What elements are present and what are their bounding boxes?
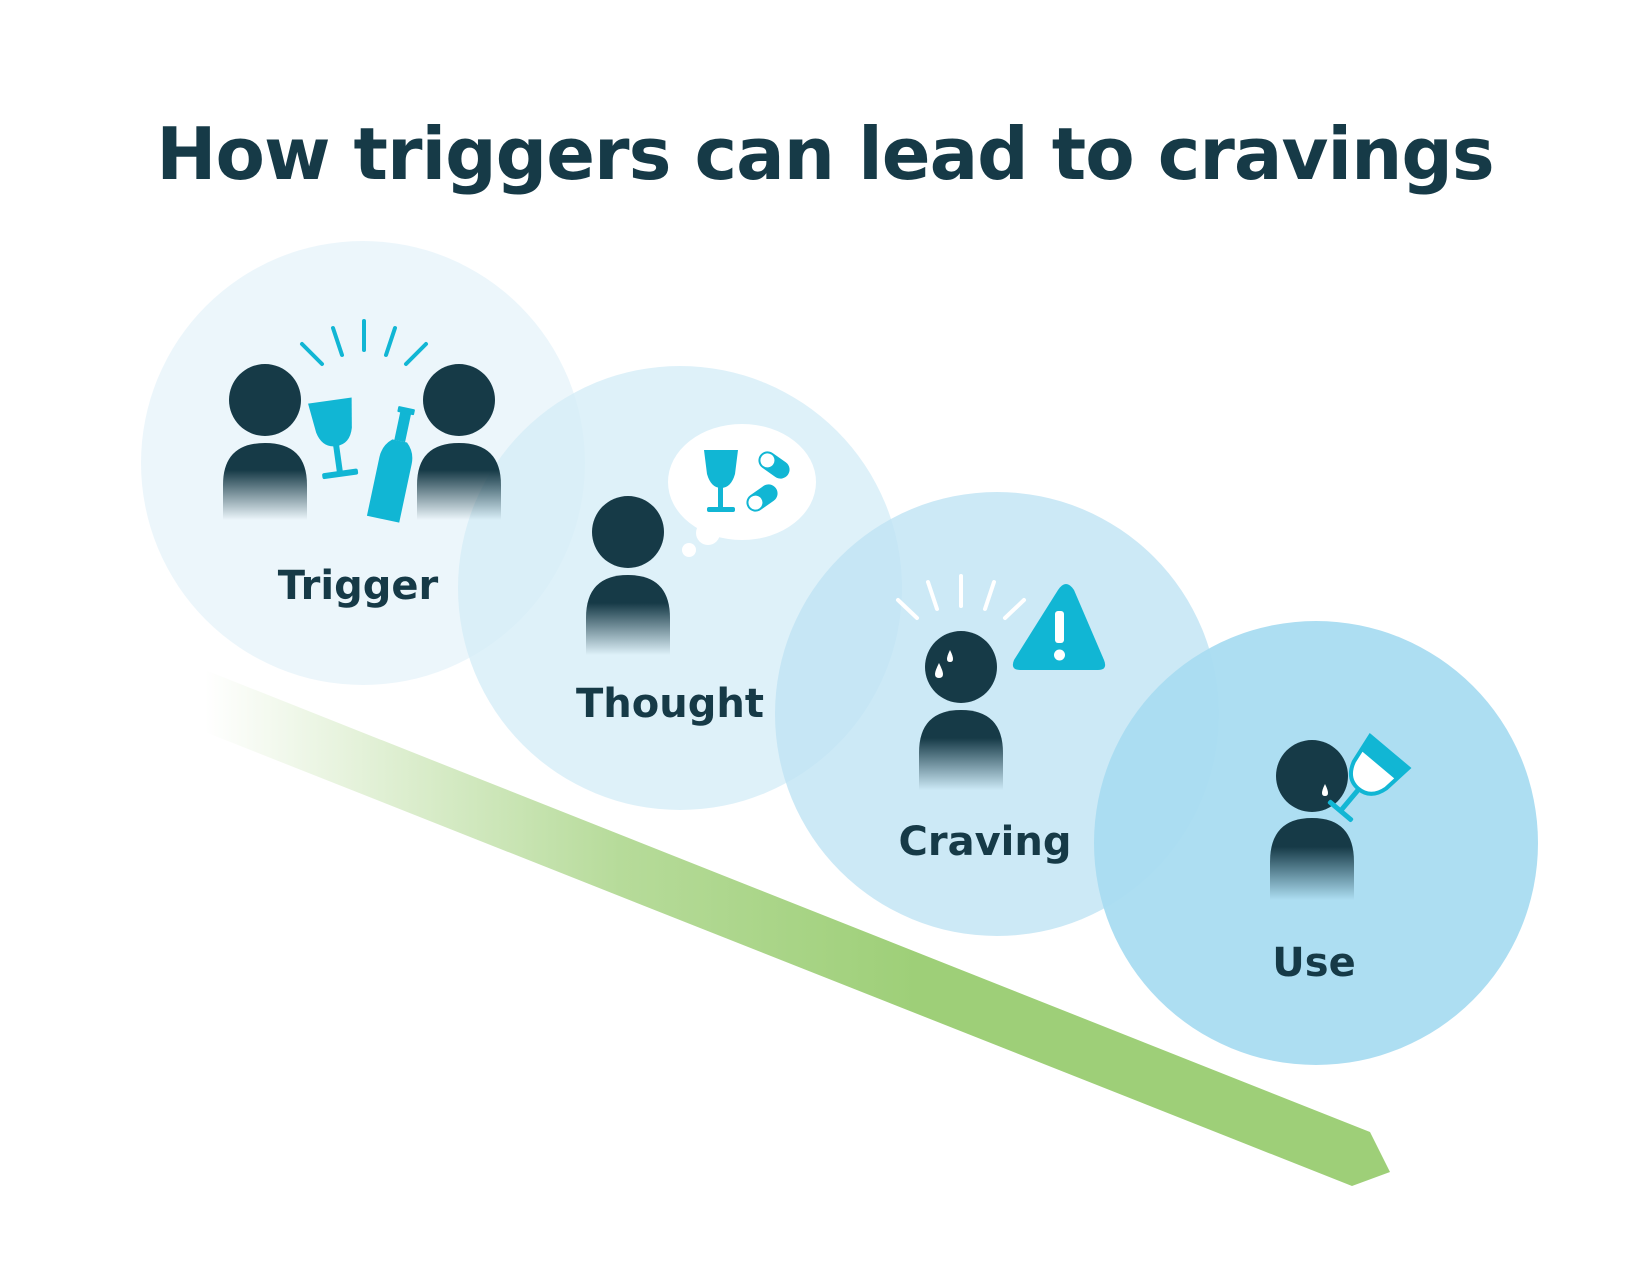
- wine-glass-icon: [704, 450, 738, 512]
- person-icon: [1270, 740, 1354, 900]
- person-icon: [223, 364, 307, 520]
- wine-glass-icon: [308, 397, 359, 480]
- person-icon: [919, 631, 1003, 790]
- person-icon: [417, 364, 501, 520]
- sweat-drop-icon: [935, 650, 953, 678]
- pill-icon: [746, 484, 778, 512]
- use-icon-group: [1270, 732, 1412, 900]
- step-label-craving: Craving: [899, 819, 1072, 865]
- bottle-icon: [366, 406, 415, 523]
- craving-icon-group: [896, 574, 1106, 790]
- burst-lines-icon: [300, 319, 428, 366]
- progress-arrow: [205, 670, 1390, 1186]
- step-label-use: Use: [1272, 940, 1355, 986]
- step-label-thought: Thought: [576, 681, 764, 727]
- pill-icon: [758, 451, 790, 479]
- thought-icon-group: [586, 424, 816, 655]
- person-icon: [586, 496, 670, 655]
- page-title: How triggers can lead to cravings: [156, 112, 1495, 196]
- burst-lines-icon: [896, 574, 1026, 620]
- trigger-icon-group: [223, 319, 501, 523]
- warning-icon: [1012, 584, 1106, 670]
- drinking-glass-icon: [1327, 732, 1412, 823]
- step-label-trigger: Trigger: [278, 563, 439, 609]
